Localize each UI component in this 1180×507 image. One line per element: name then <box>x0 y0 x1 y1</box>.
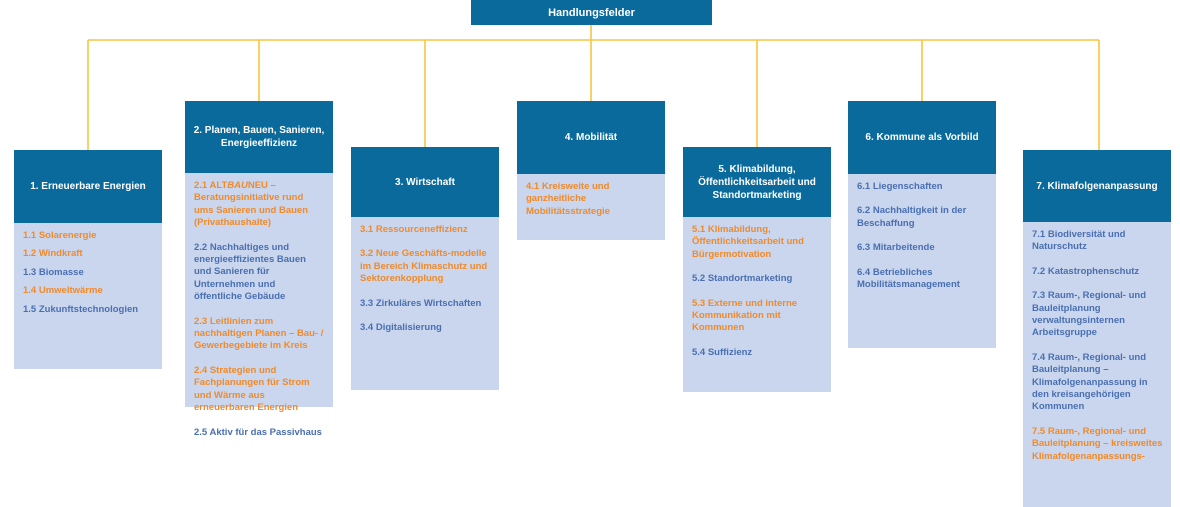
root-title: Handlungsfelder <box>471 0 712 25</box>
field-3-header: 3. Wirtschaft <box>351 147 499 217</box>
item-3-1: 3.1 Ressourceneffizienz <box>360 224 468 235</box>
item-6-2: 6.2 Nachhaltigkeit in der Beschaffung <box>857 205 967 229</box>
item-4-1: 4.1 Kreisweite und ganzheitliche Mobilit… <box>526 181 610 217</box>
field-1-body: 1.1 Solarenergie 1.2 Windkraft 1.3 Bioma… <box>14 223 162 369</box>
field-2-header: 2. Planen, Bauen, Sanieren, Energieeffiz… <box>185 101 333 173</box>
item-7-2: 7.2 Katastrophenschutz <box>1032 265 1140 277</box>
item-1-2: 1.2 Windkraft <box>23 248 83 260</box>
field-6: 6. Kommune als Vorbild 6.1 Liegenschafte… <box>848 101 996 348</box>
field-2: 2. Planen, Bauen, Sanieren, Energieeffiz… <box>185 101 333 438</box>
field-5: 5. Klimabildung, Öffentlichkeitsarbeit u… <box>683 147 831 392</box>
item-3-3: 3.3 Zirkuläres Wirtschaften <box>360 297 482 309</box>
item-2-1: 2.1 ALTBAUNEU – Beratungsinitiative rund… <box>194 180 309 229</box>
field-3: 3. Wirtschaft 3.1 Ressourceneffizienz 3.… <box>351 147 499 390</box>
item-7-1: 7.1 Biodiversität und Naturschutz <box>1032 229 1126 253</box>
item-5-1: 5.1 Klimabildung, Öffentlichkeitsarbeit … <box>692 224 804 260</box>
item-1-3: 1.3 Biomasse <box>23 266 84 278</box>
item-5-2: 5.2 Standortmarketing <box>692 273 793 285</box>
item-7-3: 7.3 Raum-, Regional- und Bauleitplanung … <box>1032 290 1147 339</box>
item-6-1: 6.1 Liegenschaften <box>857 181 943 192</box>
field-7-body: 7.1 Biodiversität und Naturschutz 7.2 Ka… <box>1023 222 1171 507</box>
item-5-3: 5.3 Externe und interne Kommunikation mi… <box>692 297 798 334</box>
item-1-5: 1.5 Zukunftstechnologien <box>23 303 139 315</box>
item-5-4: 5.4 Suffizienz <box>692 346 753 358</box>
item-3-4: 3.4 Digitalisierung <box>360 322 442 334</box>
field-7: 7. Klimafolgenanpassung 7.1 Biodiversitä… <box>1023 150 1171 507</box>
item-2-2: 2.2 Nachhaltiges und energieeffizientes … <box>194 241 306 303</box>
field-1-header: 1. Erneuerbare Energien <box>14 150 162 223</box>
item-6-3: 6.3 Mitarbeitende <box>857 242 935 254</box>
item-6-4: 6.4 Betriebliches Mobilitätsmanagement <box>857 266 960 291</box>
field-5-header: 5. Klimabildung, Öffentlichkeitsarbeit u… <box>683 147 831 217</box>
item-3-2: 3.2 Neue Geschäfts-modelle im Bereich Kl… <box>360 248 488 285</box>
item-1-1: 1.1 Solarenergie <box>23 230 97 241</box>
field-6-header: 6. Kommune als Vorbild <box>848 101 996 174</box>
field-3-body: 3.1 Ressourceneffizienz 3.2 Neue Geschäf… <box>351 217 499 390</box>
field-4-header: 4. Mobilität <box>517 101 665 174</box>
field-6-body: 6.1 Liegenschaften 6.2 Nachhaltigkeit in… <box>848 174 996 348</box>
field-1: 1. Erneuerbare Energien 1.1 Solarenergie… <box>14 150 162 369</box>
field-5-body: 5.1 Klimabildung, Öffentlichkeitsarbeit … <box>683 217 831 392</box>
item-7-5: 7.5 Raum-, Regional- und Bauleitplanung … <box>1032 425 1163 462</box>
item-2-4: 2.4 Strategien und Fachplanungen für Str… <box>194 364 310 414</box>
field-7-header: 7. Klimafolgenanpassung <box>1023 150 1171 222</box>
item-2-3: 2.3 Leitlinien zum nachhaltigen Planen –… <box>194 315 324 352</box>
item-2-5: 2.5 Aktiv für das Passivhaus <box>194 426 322 438</box>
field-2-body: 2.1 ALTBAUNEU – Beratungsinitiative rund… <box>185 173 333 438</box>
field-4-body: 4.1 Kreisweite und ganzheitliche Mobilit… <box>517 174 665 240</box>
field-4: 4. Mobilität 4.1 Kreisweite und ganzheit… <box>517 101 665 240</box>
item-7-4: 7.4 Raum-, Regional- und Bauleitplanung … <box>1032 351 1148 413</box>
item-1-4: 1.4 Umweltwärme <box>23 285 103 297</box>
